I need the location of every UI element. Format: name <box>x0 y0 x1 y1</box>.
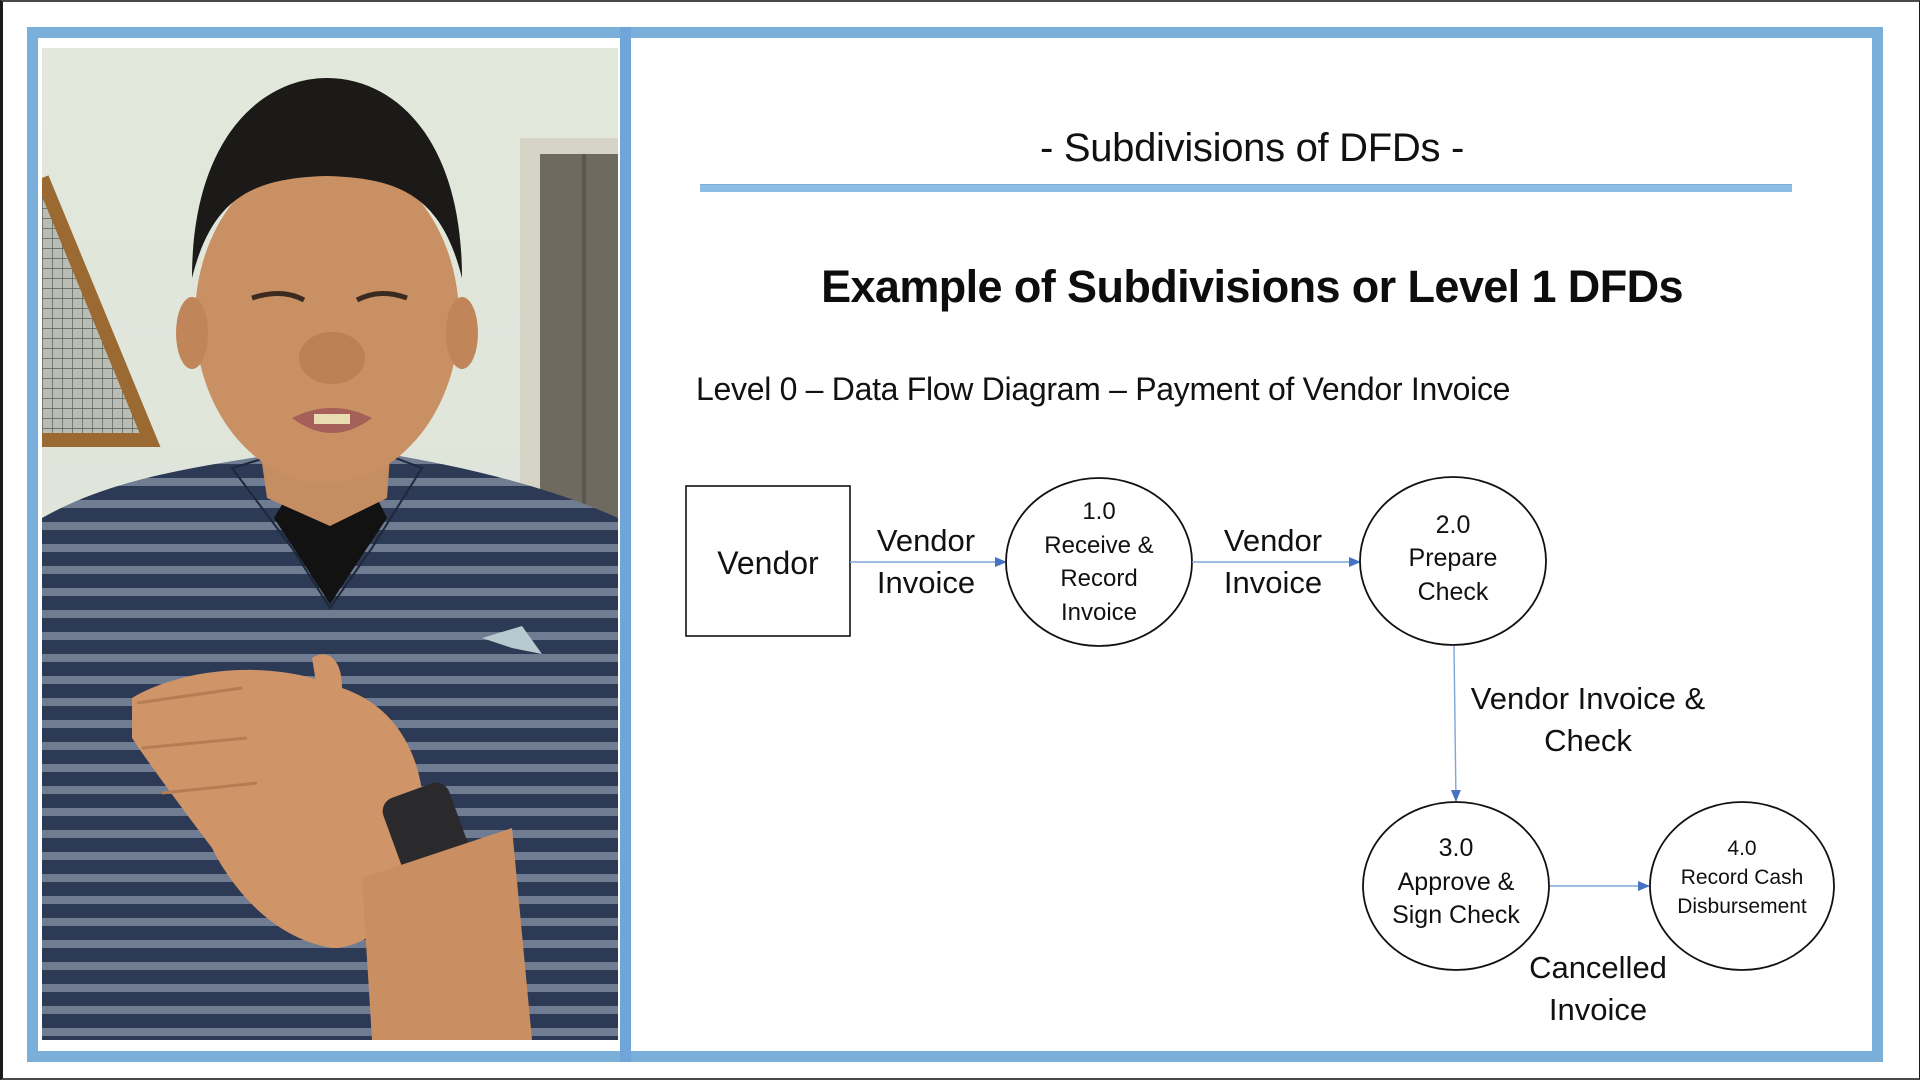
title-rule <box>700 184 1792 192</box>
svg-text:Vendor: Vendor <box>877 523 975 558</box>
svg-text:1.0: 1.0 <box>1082 498 1115 525</box>
svg-text:Invoice: Invoice <box>1061 599 1137 626</box>
flow-p3-to-p4: Cancelled Invoice <box>1529 881 1667 1027</box>
presenter-hand <box>132 669 424 948</box>
arrow-icon <box>1450 645 1461 802</box>
svg-text:3.0: 3.0 <box>1439 834 1474 862</box>
presenter-video <box>42 48 618 1040</box>
shirt-logo <box>482 626 542 654</box>
process-3-0: 3.0 Approve & Sign Check <box>1362 801 1550 971</box>
slide-title: - Subdivisions of DFDs - <box>1039 126 1465 170</box>
svg-text:Check: Check <box>1544 723 1632 758</box>
svg-text:Receive &: Receive & <box>1044 532 1153 559</box>
svg-text:Cancelled: Cancelled <box>1529 950 1667 985</box>
svg-text:Invoice: Invoice <box>1549 992 1647 1027</box>
process-4-0: 4.0 Record Cash Disbursement <box>1649 801 1835 971</box>
diagram-subtitle: Level 0 – Data Flow Diagram – Payment of… <box>696 371 1511 407</box>
panel-divider <box>620 27 631 1062</box>
svg-text:2.0: 2.0 <box>1436 511 1471 539</box>
svg-text:Check: Check <box>1418 578 1489 606</box>
svg-text:Sign Check: Sign Check <box>1392 901 1520 929</box>
presenter-illustration <box>42 78 618 1040</box>
entity-vendor: Vendor <box>685 485 851 637</box>
svg-text:Vendor Invoice &: Vendor Invoice & <box>1471 681 1706 716</box>
flow-vendor-to-p1: Vendor Invoice <box>850 523 1007 600</box>
svg-text:Disbursement: Disbursement <box>1677 895 1807 918</box>
process-2-0: 2.0 Prepare Check <box>1359 476 1547 646</box>
svg-text:Invoice: Invoice <box>1224 565 1322 600</box>
svg-text:Vendor: Vendor <box>1224 523 1322 558</box>
flow-p1-to-p2: Vendor Invoice <box>1192 523 1361 600</box>
svg-text:Invoice: Invoice <box>877 565 975 600</box>
flow-p2-to-p3: Vendor Invoice & Check <box>1450 645 1706 802</box>
entity-vendor-label: Vendor <box>717 545 819 581</box>
svg-text:4.0: 4.0 <box>1727 837 1756 860</box>
slide-heading: Example of Subdivisions or Level 1 DFDs <box>821 261 1683 312</box>
slide: - Subdivisions of DFDs - Example of Subd… <box>631 38 1872 1051</box>
svg-text:Record Cash: Record Cash <box>1681 866 1804 889</box>
svg-text:Approve &: Approve & <box>1398 868 1515 896</box>
svg-text:Record: Record <box>1060 565 1137 592</box>
svg-text:Prepare: Prepare <box>1409 544 1498 572</box>
presenter-face <box>195 153 459 483</box>
process-1-0: 1.0 Receive & Record Invoice <box>1005 477 1193 647</box>
